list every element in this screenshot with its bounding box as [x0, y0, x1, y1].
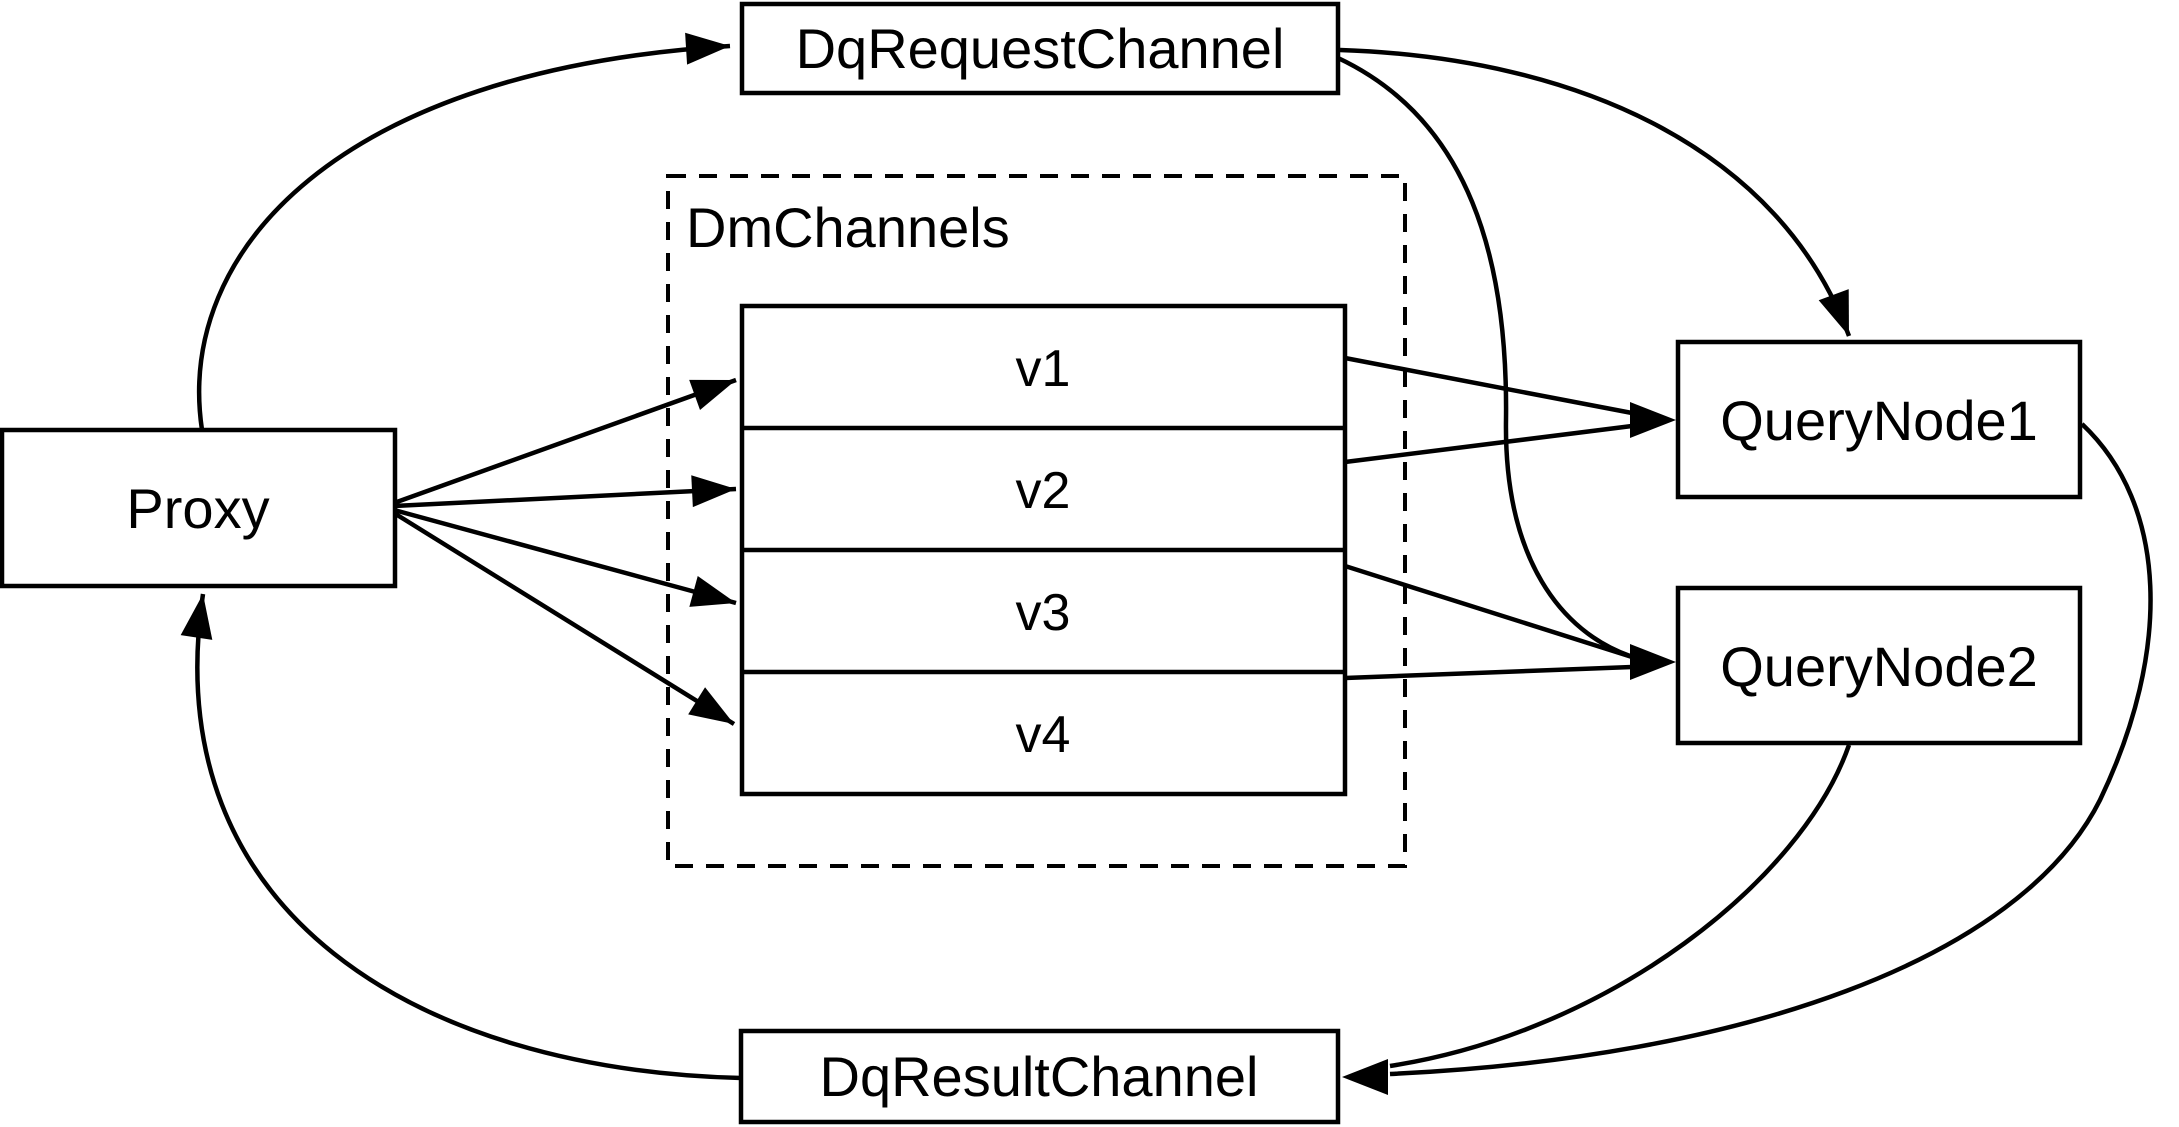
channel-label-v4: v4	[1016, 706, 1071, 764]
edge-proxy-to-v1	[393, 377, 737, 506]
querynode2-node	[1675, 585, 2083, 746]
edge-proxy-to-v2	[393, 475, 737, 509]
edge-v2-to-querynode1	[1344, 423, 1633, 465]
querynode1-node	[1675, 339, 2083, 500]
arrowhead-into-result-channel	[1342, 1059, 1388, 1095]
proxy-node-label: Proxy	[126, 477, 269, 540]
edge-proxy-to-v3	[393, 507, 737, 607]
arrowhead-into-querynode1	[1630, 402, 1676, 438]
dm-channels-group-label: DmChannels	[686, 196, 1010, 259]
channel-label-v3: v3	[1016, 584, 1071, 642]
querynode1-node-label: QueryNode1	[1720, 389, 2038, 452]
edge-request-channel-to-querynode2	[1337, 55, 1631, 659]
result-channel-node	[738, 1028, 1341, 1125]
edge-querynode2-to-result-channel	[1389, 744, 1852, 1069]
channel-label-v2: v2	[1016, 462, 1071, 520]
edge-proxy-to-v4	[392, 511, 736, 726]
result-channel-node-label: DqResultChannel	[820, 1045, 1259, 1108]
querynode2-node-label: QueryNode2	[1720, 635, 2038, 698]
request-channel-node-label: DqRequestChannel	[796, 17, 1285, 80]
edge-v4-to-querynode2	[1344, 664, 1633, 681]
proxy-node	[0, 427, 398, 589]
arrowhead-into-querynode2	[1630, 644, 1676, 680]
edge-v3-to-querynode2	[1344, 563, 1633, 660]
edge-proxy-to-request-channel	[196, 32, 731, 431]
edge-querynode1-to-result-channel	[1389, 422, 2153, 1077]
request-channel-node	[739, 1, 1341, 96]
edge-request-channel-to-querynode1	[1339, 47, 1852, 337]
edge-result-channel-to-proxy	[180, 593, 742, 1081]
edge-v1-to-querynode1	[1344, 355, 1633, 416]
channel-label-v1: v1	[1016, 340, 1071, 398]
